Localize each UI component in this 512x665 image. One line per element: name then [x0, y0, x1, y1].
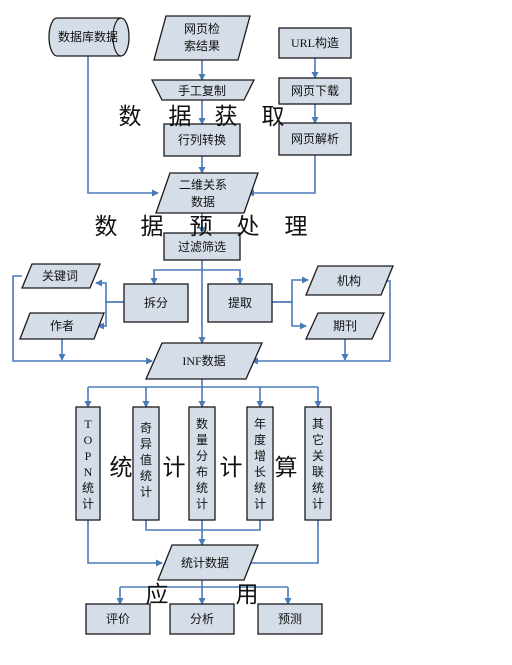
arrow-split-to-keyword — [95, 279, 124, 303]
arrow-database-to-relation — [87, 56, 159, 197]
node-institution: 机构 — [305, 265, 394, 296]
node-extract: 提取 — [207, 283, 273, 323]
keyword-label: 关键词 — [42, 269, 78, 283]
predict-label: 预测 — [278, 612, 302, 626]
inf-distribution-bus — [88, 379, 318, 388]
arrow-split-to-author — [97, 301, 124, 330]
url-build-label: URL构造 — [291, 35, 339, 50]
web-search-label-line1: 网页检 — [184, 21, 220, 36]
stage-statistics: 统 计 计 算 — [110, 455, 298, 480]
stage-preprocess-char: 处 — [237, 214, 260, 239]
node-other-assoc-stat: 其它关联统计 — [304, 406, 332, 521]
relation-data-label-line2: 数据 — [191, 194, 215, 209]
anomaly-stat-label: 奇异值统计 — [140, 421, 152, 499]
web-parse-label: 网页解析 — [291, 132, 339, 146]
filter-label: 过滤筛选 — [178, 239, 226, 254]
node-journal: 期刊 — [304, 312, 386, 340]
node-keyword: 关键词 — [21, 263, 101, 289]
arrow-filter-to-extract — [202, 269, 244, 285]
node-quantity-stat: 数量分布统计 — [188, 406, 216, 521]
evaluate-label: 评价 — [106, 612, 130, 626]
stage-statistics-char: 计 — [163, 455, 186, 480]
arrow-other-to-stat — [241, 520, 319, 567]
node-manual-copy: 手工复制 — [150, 79, 256, 101]
stage-acquire-char: 取 — [262, 104, 285, 129]
stage-preprocess: 数 据 预 处 理 — [95, 214, 308, 239]
stage-acquire-char: 数 — [119, 104, 142, 129]
node-stat-data: 统计数据 — [157, 544, 259, 581]
node-split: 拆分 — [123, 283, 189, 323]
stage-statistics-char: 计 — [220, 455, 243, 480]
annual-growth-stat-label: 年度增长统计 — [254, 417, 266, 511]
arrow-filter-to-split — [150, 269, 202, 285]
institution-label: 机构 — [337, 273, 361, 288]
arrow-keyword-to-inf — [12, 275, 153, 365]
stage-acquire-char: 获 — [215, 104, 238, 129]
web-download-label: 网页下载 — [291, 84, 339, 98]
node-web-search: 网页检 索结果 — [153, 15, 251, 61]
manual-copy-label: 手工复制 — [178, 84, 226, 98]
stage-apply: 应 用 — [146, 582, 259, 607]
quantity-stat-label: 数量分布统计 — [196, 416, 208, 511]
node-predict: 预测 — [257, 603, 323, 635]
connectors — [12, 56, 391, 605]
other-assoc-stat-label: 其它关联统计 — [312, 417, 324, 511]
arrow-parse-to-relation — [247, 155, 316, 197]
stage-preprocess-char: 数 — [95, 214, 118, 239]
node-annual-growth-stat: 年度增长统计 — [246, 406, 274, 521]
node-relation-data: 二维关系 数据 — [155, 172, 259, 214]
author-label: 作者 — [50, 319, 74, 333]
stage-acquire-char: 据 — [169, 104, 192, 129]
stage-preprocess-char: 理 — [285, 214, 308, 239]
stage-preprocess-char: 据 — [141, 214, 164, 239]
row-col-convert-label: 行列转换 — [178, 132, 226, 147]
split-label: 拆分 — [144, 295, 168, 310]
analyze-label: 分析 — [190, 612, 214, 626]
node-analyze: 分析 — [169, 603, 235, 635]
journal-label: 期刊 — [333, 319, 357, 333]
node-web-download: 网页下载 — [278, 77, 352, 105]
arrow-extract-to-journal — [272, 301, 307, 330]
stage-acquire: 数 据 获 取 — [119, 104, 285, 129]
node-inf-data: INF数据 — [144, 342, 264, 380]
stat-data-label: 统计数据 — [181, 555, 229, 570]
arrow-extract-to-institution — [272, 276, 309, 303]
stage-apply-char: 用 — [236, 582, 259, 607]
web-search-label-line2: 索结果 — [184, 39, 220, 53]
stat-collect-bus — [145, 520, 261, 531]
stage-statistics-char: 统 — [110, 455, 133, 480]
stage-apply-char: 应 — [146, 582, 169, 607]
node-database: 数据库数据 — [48, 17, 130, 57]
application-bus — [120, 580, 288, 588]
database-label: 数据库数据 — [58, 29, 118, 44]
stage-preprocess-char: 预 — [190, 214, 213, 239]
inf-data-label: INF数据 — [182, 353, 225, 368]
node-filter: 过滤筛选 — [163, 232, 241, 261]
stage-statistics-char: 算 — [275, 455, 298, 480]
node-row-col-convert: 行列转换 — [163, 123, 241, 157]
node-web-parse: 网页解析 — [278, 122, 352, 156]
relation-data-label-line1: 二维关系 — [179, 178, 227, 192]
node-anomaly-stat: 奇异值统计 — [132, 406, 160, 521]
node-evaluate: 评价 — [85, 603, 151, 635]
arrow-topn-to-stat — [87, 520, 163, 567]
node-author: 作者 — [19, 312, 105, 340]
extract-label: 提取 — [228, 295, 252, 310]
node-url-build: URL构造 — [278, 27, 352, 59]
